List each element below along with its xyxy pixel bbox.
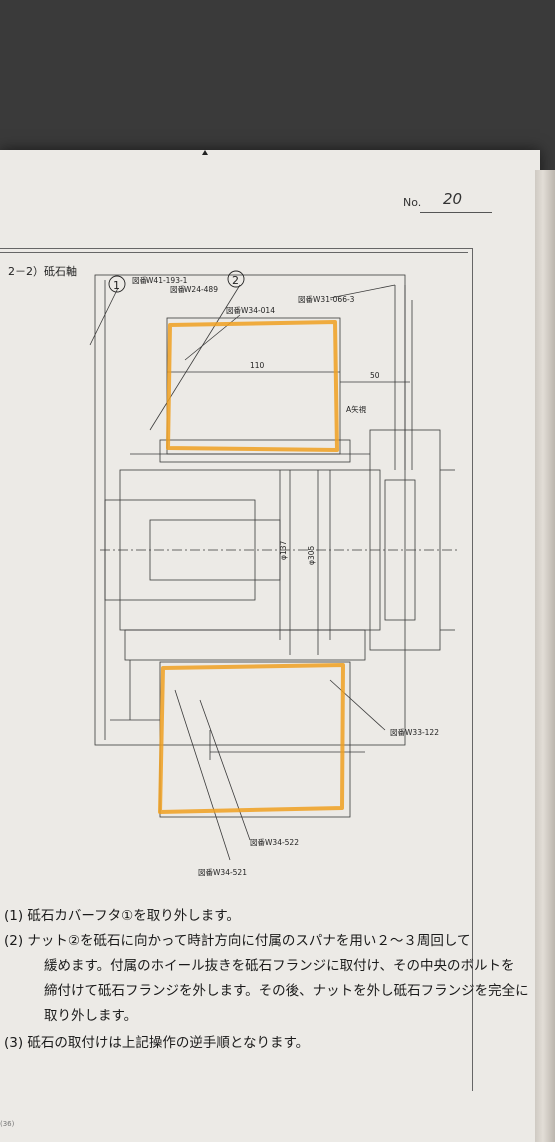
part-number-w34-014: W34-014 [241, 306, 275, 315]
view-a-label: A矢視 [346, 404, 367, 414]
step-2-line-2: 緩めます。付属のホイール抜きを砥石フランジに取付け、その中央のボルトを [44, 958, 515, 974]
page-stack-edge [535, 170, 555, 1142]
technical-drawing: 1 2 図番 W41-193-1 図番 W24-489 図番 W31-066-3… [89, 270, 460, 877]
step-text: 砥石の取付けは上記操作の逆手順となります。 [27, 1035, 310, 1051]
callout-2-circle [227, 270, 245, 288]
page-number-label: No. [403, 196, 422, 209]
step-label: (3) [4, 1035, 24, 1051]
lower-wheel [159, 661, 351, 818]
part-number-w34-521: W34-521 [213, 868, 247, 877]
zu-prefix-w24: 図番 [170, 284, 185, 294]
highlight-upper-wheel [166, 320, 339, 452]
zu-prefix-w34-522: 図番 [250, 837, 265, 847]
callout-1-circle [108, 275, 126, 293]
dimension-110: 110 [250, 361, 265, 370]
section-title: 2－2）砥石軸 [8, 265, 77, 278]
document-page [0, 150, 540, 1142]
drawing-frame [0, 248, 473, 1091]
drawing-frame-inner [0, 252, 468, 253]
housing-outline [94, 274, 406, 746]
dimension-d137: φ137 [279, 541, 288, 560]
page-footer: (36) [0, 1120, 15, 1128]
zu-prefix-w31: 図番 [298, 294, 313, 304]
part-number-w31: W31-066-3 [313, 295, 355, 304]
step-1: (1) 砥石カバーフタ①を取り外します。 [4, 905, 240, 928]
step-text: 砥石カバーフタ①を取り外します。 [27, 908, 240, 924]
dimension-d305: φ305 [307, 546, 316, 565]
page-number-underline [420, 212, 492, 213]
step-2: (2) ナット②を砥石に向かって時計方向に付属のスパナを用い２～３周回して [4, 930, 470, 953]
zu-prefix-w41: 図番 [132, 275, 147, 285]
highlight-lower-wheel [158, 663, 345, 814]
part-number-w33: W33-122 [405, 728, 439, 737]
page-number-box: No. 20 [403, 190, 462, 209]
step-3: (3) 砥石の取付けは上記操作の逆手順となります。 [4, 1032, 309, 1055]
callout-1: 1 [113, 279, 120, 292]
dimension-50: 50 [370, 371, 380, 380]
zu-prefix-w34-014: 図番 [226, 305, 241, 315]
page-number: 20 [443, 190, 463, 208]
step-label: (1) [4, 908, 24, 924]
part-number-w24: W24-489 [184, 285, 218, 294]
zu-prefix-w33: 図番 [390, 727, 405, 737]
callout-2: 2 [232, 274, 239, 287]
zu-prefix-w34-521: 図番 [198, 867, 213, 877]
part-number-w41: W41-193-1 [146, 276, 188, 285]
step-text: ナット②を砥石に向かって時計方向に付属のスパナを用い２～３周回して [27, 933, 471, 949]
step-label: (2) [4, 933, 24, 949]
step-2-line-4: 取り外します。 [44, 1008, 138, 1024]
page-top-marker [202, 150, 208, 155]
part-number-w34-522: W34-522 [265, 838, 299, 847]
upper-wheel [166, 317, 341, 455]
step-2-line-3: 締付けて砥石フランジを外します。その後、ナットを外し砥石フランジを完全に [44, 983, 529, 999]
